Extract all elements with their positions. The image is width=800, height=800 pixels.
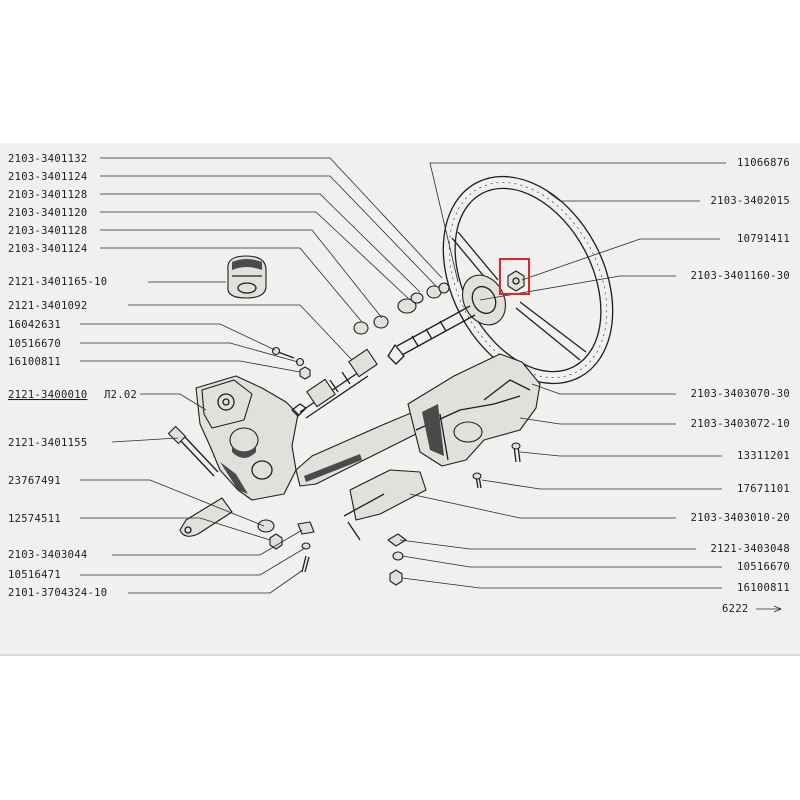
leader-line-right-5 (531, 383, 676, 395)
leader-line-left-8 (128, 304, 353, 361)
page-ref-number: 6222 (722, 603, 749, 615)
sheet-edge (0, 654, 800, 656)
callout-left-16: 2103-3403044 (8, 549, 87, 561)
callout-left-12: 2121-3400010 (8, 389, 87, 401)
shaft-bushings (353, 282, 450, 335)
leader-line-right-7 (519, 451, 722, 457)
leader-line-left-1 (100, 157, 443, 279)
page-reference: 6222 (722, 603, 783, 615)
leader-line-left-11 (80, 360, 301, 373)
callout-right-11: 10516670 (737, 561, 790, 573)
callout-left-18: 2101-3704324-10 (8, 587, 107, 599)
callout-right-6: 2103-3403072-10 (691, 418, 790, 430)
highlight-box (499, 258, 530, 295)
callout-left-12-suffix: Л2.02 (104, 389, 137, 401)
callout-left-8: 2121-3401092 (8, 300, 87, 312)
leader-line-left-10 (80, 342, 299, 363)
callout-right-10: 2121-3403048 (711, 543, 790, 555)
callout-right-7: 13311201 (737, 450, 790, 462)
intermediate-shaft (299, 348, 378, 419)
callout-left-17: 10516471 (8, 569, 61, 581)
leader-line-left-6 (100, 247, 363, 323)
arrow-right-icon (756, 605, 783, 613)
callout-left-3: 2103-3401128 (8, 189, 87, 201)
leader-line-right-9 (409, 493, 676, 519)
leader-line-right-12 (401, 577, 722, 589)
leader-line-left-12 (140, 393, 207, 411)
leader-line-left-5 (100, 229, 383, 319)
callout-right-12: 16100811 (737, 582, 790, 594)
leader-line-left-9 (80, 323, 276, 351)
upper-steering-shaft (387, 305, 476, 365)
leader-line-left-17 (80, 547, 306, 576)
leader-line-left-2 (100, 175, 437, 287)
callout-right-9: 2103-3403010-20 (691, 512, 790, 524)
callout-right-3: 10791411 (737, 233, 790, 245)
leader-line-left-16 (112, 529, 303, 556)
callout-left-5: 2103-3401128 (8, 225, 87, 237)
leader-line-left-13 (111, 437, 179, 443)
leader-line-right-8 (481, 479, 722, 490)
callout-left-2: 2103-3401124 (8, 171, 87, 183)
leader-line-left-14 (80, 479, 265, 527)
callout-left-9: 16042631 (8, 319, 61, 331)
callout-left-13: 2121-3401155 (8, 437, 87, 449)
callout-left-7: 2121-3401165-10 (8, 276, 107, 288)
rubber-boot (227, 255, 267, 299)
callout-left-6: 2103-3401124 (8, 243, 87, 255)
pinch-bolt-set (271, 346, 311, 380)
leader-line-right-3 (521, 238, 720, 281)
leader-line-right-1 (429, 162, 726, 283)
leader-line-left-15 (80, 517, 271, 541)
callout-right-4: 2103-3401160-30 (691, 270, 790, 282)
callout-left-11: 16100811 (8, 356, 61, 368)
callout-right-5: 2103-3403070-30 (691, 388, 790, 400)
leader-line-right-10 (399, 539, 696, 550)
callouts-right: 11066876 2103-3402015 10791411 2103-3401… (691, 157, 790, 594)
column-shroud (407, 353, 541, 467)
leader-lines (80, 157, 726, 594)
callout-right-8: 17671101 (737, 483, 790, 495)
callout-left-4: 2103-3401120 (8, 207, 87, 219)
diagram-sheet (0, 143, 800, 656)
bracket-fasteners (387, 533, 407, 586)
callout-right-2: 2103-3402015 (711, 195, 790, 207)
leader-line-left-3 (100, 193, 421, 293)
leader-line-left-4 (100, 211, 411, 301)
callout-left-14: 23767491 (8, 475, 61, 487)
leader-line-right-4 (479, 275, 676, 301)
shroud-screws (472, 442, 521, 489)
leader-line-right-2 (547, 191, 700, 202)
gearbox-mount-bolt (167, 425, 219, 477)
callout-right-1: 11066876 (737, 157, 790, 169)
callouts-left: 2103-3401132 2103-3401124 2103-3401128 2… (8, 153, 137, 599)
callout-left-1: 2103-3401132 (8, 153, 87, 165)
steering-wheel-hub (451, 231, 587, 361)
steering-gearbox (195, 375, 307, 501)
leader-line-right-6 (519, 417, 676, 425)
callout-left-15: 12574511 (8, 513, 61, 525)
leader-line-left-18 (128, 569, 304, 594)
hub-nut (507, 270, 525, 292)
callout-left-10: 10516670 (8, 338, 61, 350)
leader-line-right-11 (401, 555, 722, 568)
